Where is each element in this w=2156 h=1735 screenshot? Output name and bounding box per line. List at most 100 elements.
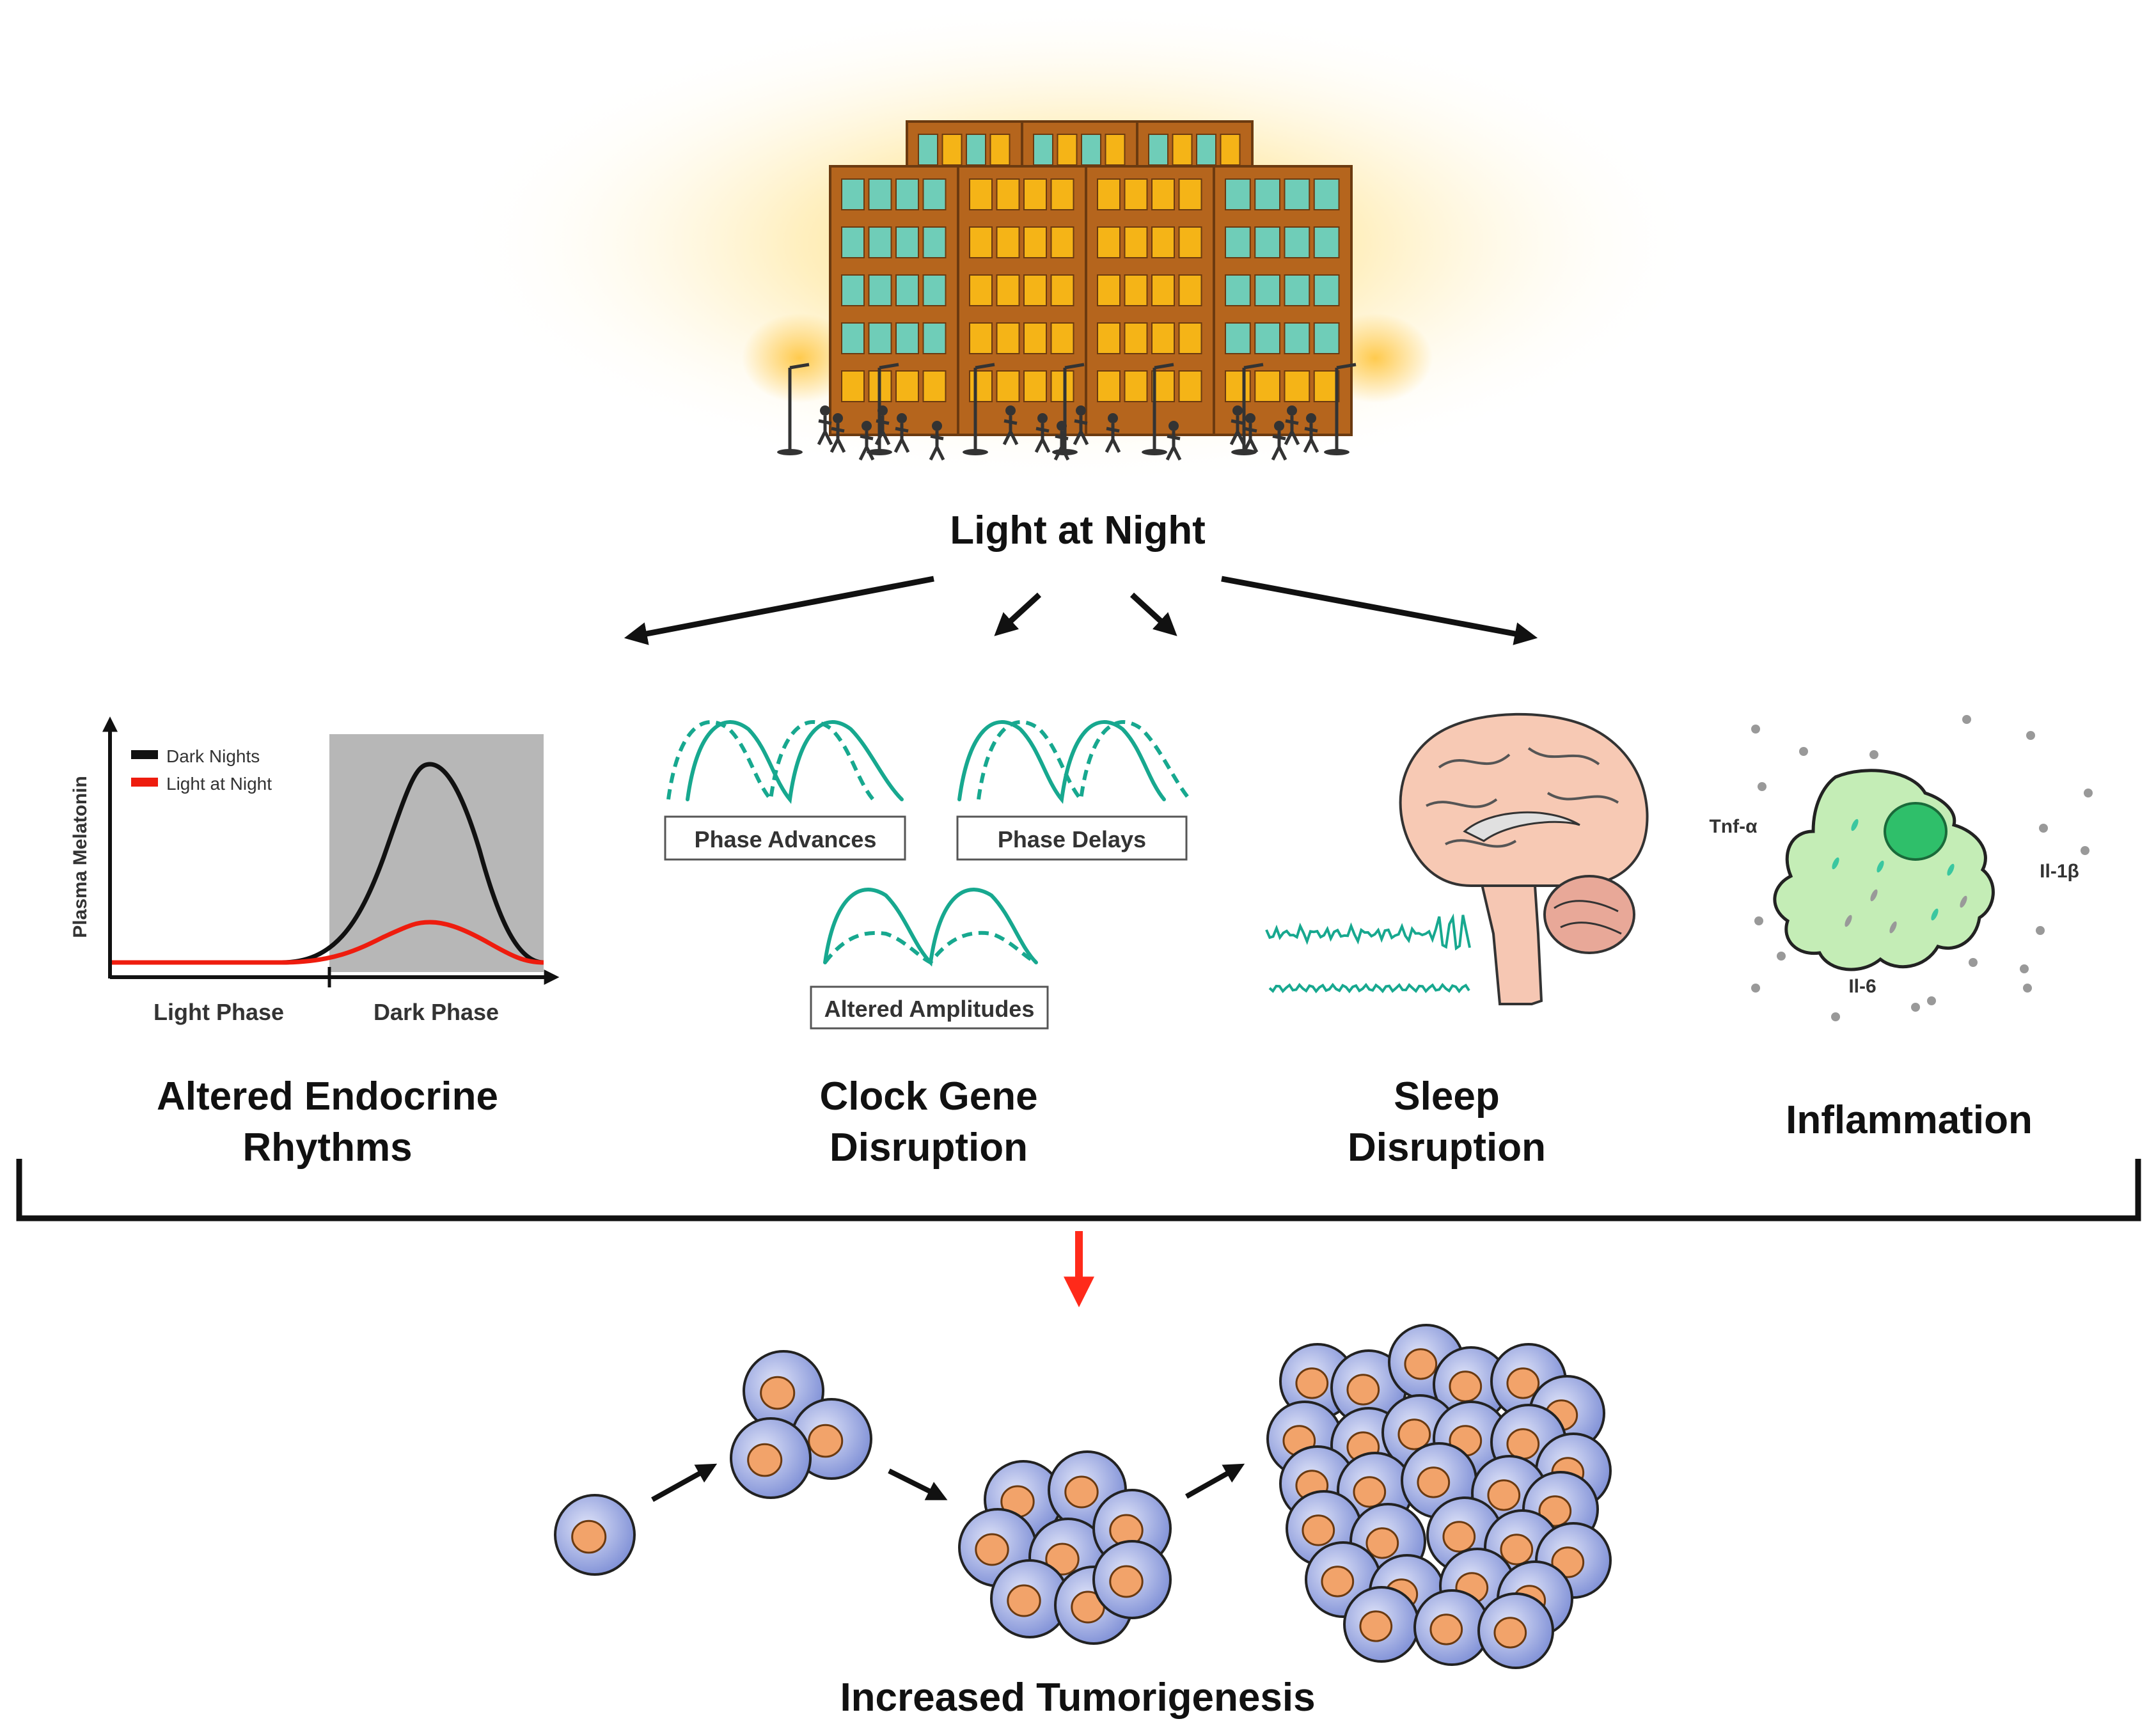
window xyxy=(1124,370,1148,402)
window xyxy=(1151,226,1175,258)
cytokine-dot xyxy=(1962,715,1971,724)
window xyxy=(1124,274,1148,306)
window xyxy=(1105,134,1126,166)
inflammation-title: Inflammation xyxy=(1786,1098,2033,1142)
dark-nights-curve xyxy=(112,762,544,965)
cytokine-il6: Il-6 xyxy=(1848,976,1876,997)
window xyxy=(1313,370,1340,402)
endocrine-title-1: Altered Endocrine xyxy=(157,1074,498,1119)
brain-icon xyxy=(1399,712,1649,1005)
cytokine-il1b: Il-1β xyxy=(2040,861,2079,882)
phase-delays-label: Phase Delays xyxy=(998,826,1146,852)
cytokine-dot xyxy=(1831,1012,1840,1021)
cytokine-dot xyxy=(2039,824,2048,833)
x-label-dark-phase: Dark Phase xyxy=(374,999,499,1025)
window xyxy=(1081,134,1101,166)
window xyxy=(1050,274,1074,306)
macrophage-nucleus xyxy=(1884,802,1947,861)
window xyxy=(1220,134,1241,166)
window xyxy=(1050,178,1074,210)
legend-dark-nights: Dark Nights xyxy=(166,746,260,766)
window xyxy=(868,178,892,210)
window xyxy=(1178,274,1202,306)
window xyxy=(895,370,919,402)
window xyxy=(1151,274,1175,306)
window xyxy=(1023,178,1047,210)
inflammation-panel: Tnf-α Il-1β Il-6 xyxy=(1709,715,2093,1021)
cytokine-dot xyxy=(2036,926,2045,935)
window xyxy=(1148,134,1168,166)
building-icon xyxy=(829,120,1353,436)
window xyxy=(1023,322,1047,354)
window xyxy=(1313,178,1340,210)
window xyxy=(1057,134,1078,166)
cytokine-dot xyxy=(1754,916,1763,925)
window xyxy=(841,226,865,258)
window xyxy=(969,274,993,306)
window xyxy=(969,370,993,402)
city-scene xyxy=(451,0,1704,486)
tumor-cell xyxy=(1330,1349,1407,1426)
window xyxy=(1151,322,1175,354)
cytokine-dot xyxy=(1799,747,1808,756)
window xyxy=(841,322,865,354)
window xyxy=(1254,322,1280,354)
macrophage-icon xyxy=(1773,769,1995,971)
window xyxy=(1178,178,1202,210)
endocrine-title-2: Rhythms xyxy=(242,1126,412,1170)
window xyxy=(1097,370,1121,402)
window xyxy=(1225,226,1251,258)
page-title: Light at Night xyxy=(950,508,1205,553)
window xyxy=(996,226,1020,258)
tumor-cell xyxy=(1413,1589,1490,1666)
window xyxy=(1097,226,1121,258)
eeg-wave-icon xyxy=(1265,913,1471,951)
cytokine-dot xyxy=(1869,750,1878,759)
window xyxy=(922,370,947,402)
altered-amplitudes-label: Altered Amplitudes xyxy=(824,996,1035,1022)
window xyxy=(1097,274,1121,306)
cytokine-dot xyxy=(2081,846,2089,855)
outcome-label: Increased Tumorigenesis xyxy=(840,1676,1315,1720)
window xyxy=(841,370,865,402)
window xyxy=(941,134,963,166)
window xyxy=(1225,274,1251,306)
cytokine-dot xyxy=(1751,984,1760,993)
window xyxy=(1178,226,1202,258)
window xyxy=(969,178,993,210)
y-axis-label: Plasma Melatonin xyxy=(70,776,91,938)
window xyxy=(895,178,919,210)
tumor-cell xyxy=(1477,1592,1554,1669)
clock-title-1: Clock Gene xyxy=(819,1074,1037,1119)
window xyxy=(1124,226,1148,258)
window xyxy=(1178,370,1202,402)
window xyxy=(1050,370,1074,402)
granules xyxy=(1832,819,1967,934)
phase-advances-box xyxy=(664,815,906,861)
window xyxy=(1097,322,1121,354)
window xyxy=(841,274,865,306)
sleep-title-1: Sleep xyxy=(1394,1074,1499,1119)
window xyxy=(1225,370,1251,402)
window xyxy=(868,322,892,354)
window xyxy=(1254,274,1280,306)
clock-gene-panel: Phase Advances Phase Delays Altered Ampl… xyxy=(664,720,1192,1030)
window xyxy=(1124,322,1148,354)
window xyxy=(969,322,993,354)
cytokine-dot xyxy=(1758,782,1767,791)
tumor-cell xyxy=(1343,1586,1420,1663)
bracket xyxy=(16,1159,2141,1221)
window xyxy=(1284,322,1310,354)
window xyxy=(966,134,986,166)
window xyxy=(1254,226,1280,258)
window xyxy=(895,274,919,306)
window xyxy=(918,134,938,166)
cytokine-dot xyxy=(1927,996,1936,1005)
window xyxy=(868,274,892,306)
window xyxy=(1225,322,1251,354)
window xyxy=(1313,322,1340,354)
window xyxy=(1050,226,1074,258)
window xyxy=(922,274,947,306)
window xyxy=(1313,274,1340,306)
